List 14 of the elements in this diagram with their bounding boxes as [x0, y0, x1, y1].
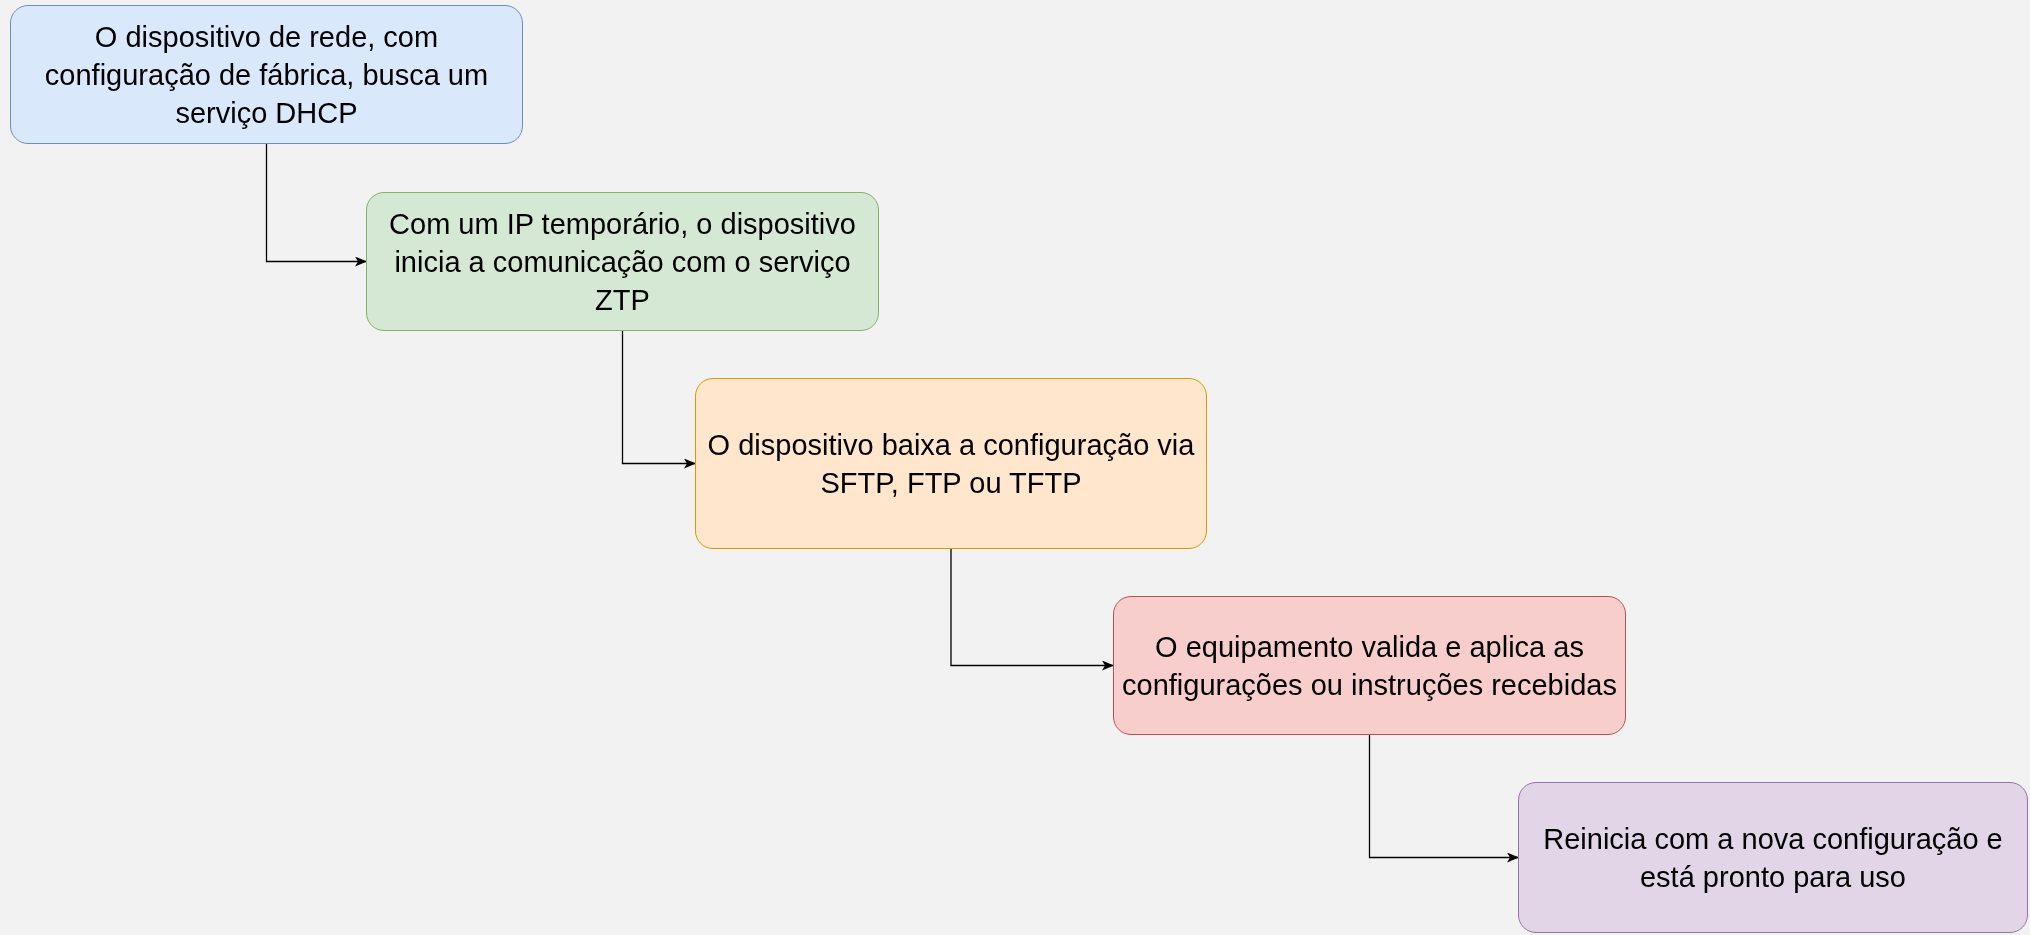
step-text: O dispositivo de rede, com configuração de fábrica, busca um serviço DHCP	[43, 19, 490, 131]
process-box	[366, 192, 879, 331]
step-text: Reinicia com a nova configuração e está pronto para uso	[1542, 821, 2004, 895]
arrow	[621, 330, 696, 469]
arrow	[950, 548, 1114, 671]
arrow	[265, 143, 367, 267]
step-text: O dispositivo baixa a configuração via SFTP, FTP ou TFTP	[706, 427, 1196, 501]
arrow	[1368, 734, 1519, 863]
process-box	[1113, 596, 1626, 735]
process-box	[1518, 782, 2028, 933]
process-box	[10, 5, 523, 144]
process-box	[695, 378, 1207, 549]
step-text: O equipamento valida e aplica as configurações ou instruções recebidas	[1121, 629, 1618, 703]
step-text: Com um IP temporário, o dispositivo inicia a comunicação com o serviço ZTP	[388, 206, 857, 318]
